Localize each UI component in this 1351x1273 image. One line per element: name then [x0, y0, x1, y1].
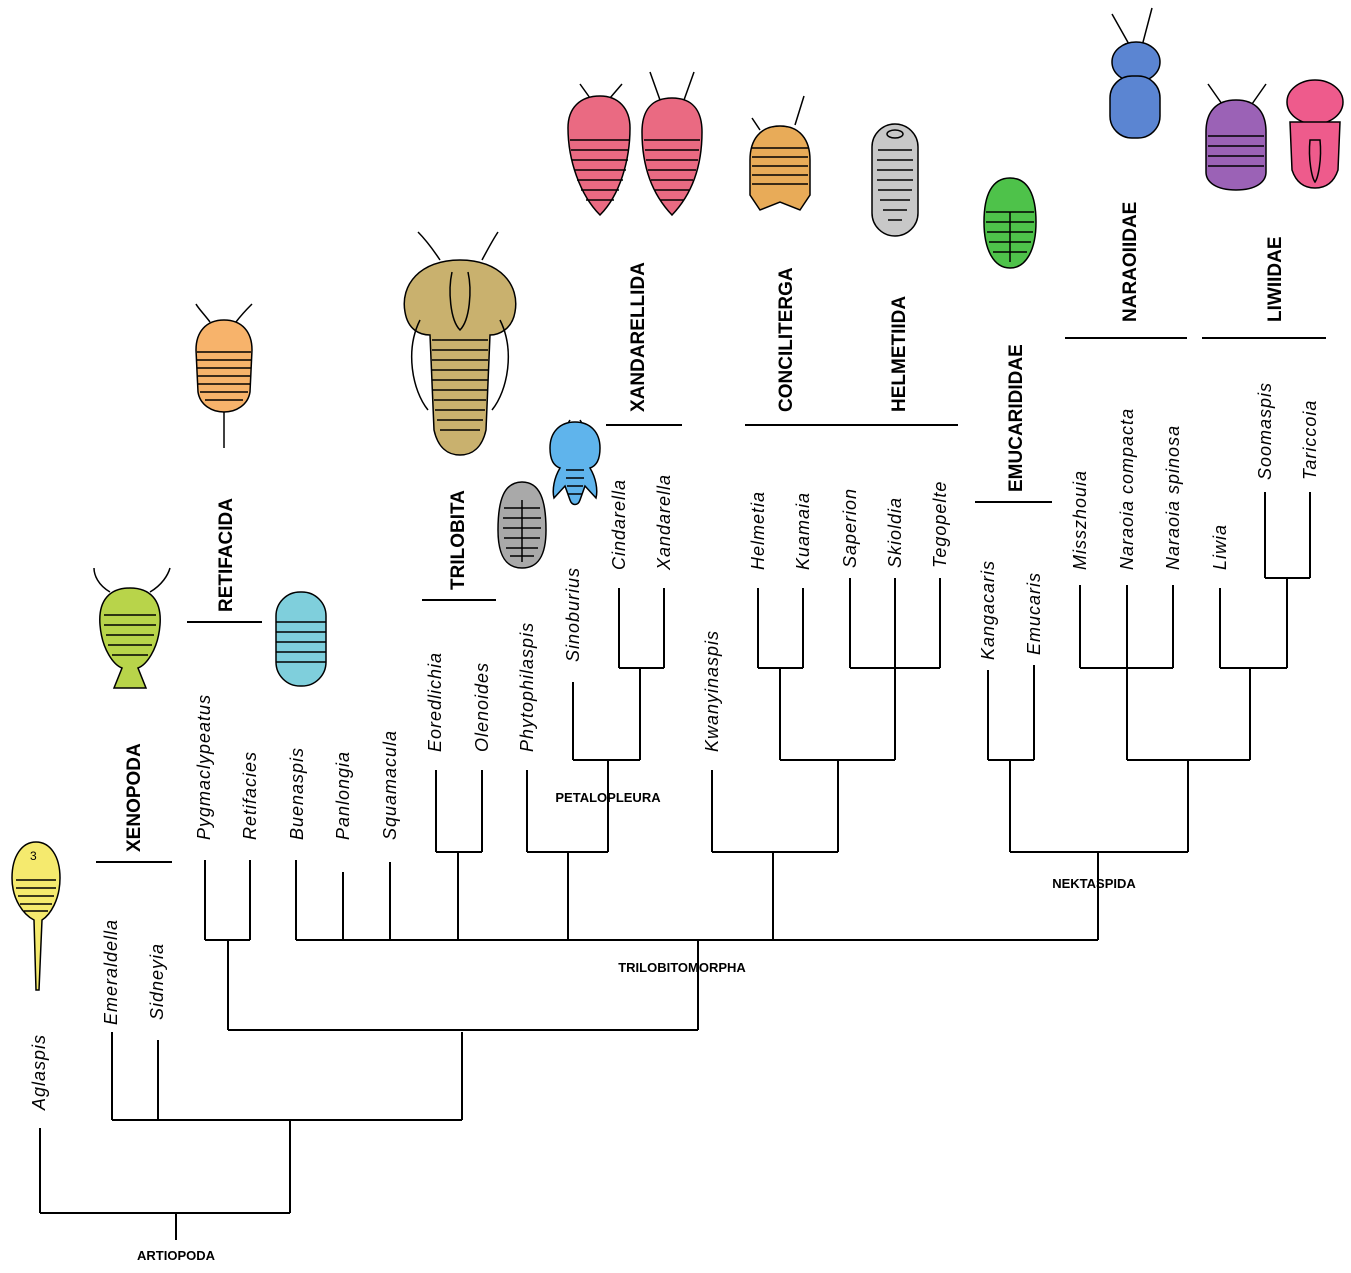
branch-helmetiida [850, 578, 940, 668]
taxon-sidneyia: Sidneyia [147, 943, 167, 1020]
branch-artiopoda [40, 1120, 290, 1240]
branch-xandarellida [619, 588, 664, 668]
clade-liwiidae: LIWIIDAE [1265, 237, 1286, 323]
taxon-squamacula: Squamacula [380, 730, 400, 840]
clade-retifacida: RETIFACIDA [216, 498, 237, 612]
clade-conciliterga: CONCILITERGA [776, 267, 797, 412]
conciliterga-illustration-icon [750, 96, 810, 210]
branch-kwanyinaspis-node [712, 760, 838, 852]
node-petalopleura: PETALOPLEURA [555, 790, 661, 805]
branch-trilobitomorpha [296, 852, 1098, 940]
taxon-cindarella: Cindarella [609, 479, 629, 570]
taxon-misszhouia: Misszhouia [1070, 470, 1090, 570]
branch-naraoiidae-liwiidae [1127, 668, 1250, 760]
taxon-sinoburius: Sinoburius [563, 567, 583, 662]
node-nektaspida: NEKTASPIDA [1052, 876, 1136, 891]
clade-naraoiidae: NARAOIIDAE [1120, 202, 1141, 322]
branch-petalopleura [573, 668, 640, 760]
taxon-xandarella: Xandarella [654, 474, 674, 571]
clade-xenopoda: XENOPODA [124, 743, 145, 852]
branch-petalopleura-base [527, 760, 608, 852]
naraoiid-illustration-icon [1110, 8, 1160, 138]
sinoburius-illustration-icon [550, 420, 600, 505]
taxon-aglaspis: Aglaspis [29, 1034, 49, 1111]
svg-text:3: 3 [30, 849, 37, 863]
clade-emucarididae: EMUCARIDIDAE [1006, 344, 1027, 492]
branch-naraoiidae [1080, 585, 1173, 668]
taxon-naraoia-spinosa: Naraoia spinosa [1163, 425, 1183, 570]
branch-xenopoda [112, 1032, 462, 1120]
branch-emucarididae [988, 665, 1034, 760]
branch-conciliterga-helmetiida [780, 668, 895, 760]
taxon-panlongia: Panlongia [333, 751, 353, 840]
taxon-phytophilaspis: Phytophilaspis [517, 622, 537, 752]
taxon-kwanyinaspis: Kwanyinaspis [702, 630, 722, 752]
taxon-olenoides: Olenoides [472, 662, 492, 752]
branch-retifacida [205, 860, 250, 940]
taxon-retifacies: Retifacies [240, 751, 260, 840]
branch-nektaspida [1010, 760, 1188, 852]
taxon-emeraldella: Emeraldella [101, 919, 121, 1025]
clade-helmetiida: HELMETIIDA [889, 296, 910, 412]
taxon-emucaris: Emucaris [1024, 572, 1044, 655]
illustrations: 3 [12, 8, 1343, 990]
taxon-skioldia: Skioldia [885, 497, 905, 568]
branch-trilobita [436, 770, 482, 852]
taxon-liwia: Liwia [1210, 524, 1230, 570]
buenaspis-illustration-icon [276, 592, 326, 686]
retifacid-illustration-icon [196, 304, 252, 448]
clade-trilobita: TRILOBITA [448, 490, 469, 590]
taxon-naraoia-compacta: Naraoia compacta [1117, 408, 1137, 570]
taxon-pygmaclypeatus: Pygmaclypeatus [194, 694, 214, 840]
branch-soomaspis-taricoia [1265, 492, 1310, 578]
node-trilobitomorpha: TRILOBITOMORPHA [618, 960, 746, 975]
branch-liwiidae [1220, 578, 1287, 668]
xandarellid-illustration-icon [568, 72, 702, 215]
liwiid-illustration-icon [1206, 80, 1343, 190]
taxon-soomaspis: Soomaspis [1255, 382, 1275, 480]
helmetiid-illustration-icon [872, 124, 918, 236]
taxon-eoredlichia: Eoredlichia [425, 652, 445, 752]
trilobite-illustration-icon [404, 232, 516, 455]
node-labels: ARTIOPODA TRILOBITOMORPHA PETALOPLEURA N… [137, 790, 1136, 1263]
clade-xandarellida: XANDARELLIDA [628, 262, 649, 412]
taxon-kangacaris: Kangacaris [978, 560, 998, 660]
branch-retifacida-trilobitomorpha [228, 940, 698, 1030]
taxon-tegopelte: Tegopelte [930, 481, 950, 568]
branch-helmetia-kuamaia [758, 588, 803, 668]
taxon-kuamaia: Kuamaia [793, 492, 813, 570]
taxon-taricoia: Tariccoia [1300, 400, 1320, 480]
taxon-buenaspis: Buenaspis [287, 747, 307, 840]
aglaspis-illustration-icon: 3 [12, 842, 60, 990]
emucaridid-illustration-icon [984, 178, 1036, 268]
taxon-saperion: Saperion [840, 488, 860, 568]
xenopod-illustration-icon [94, 568, 170, 688]
phytophilaspis-illustration-icon [498, 482, 546, 568]
node-artiopoda: ARTIOPODA [137, 1248, 216, 1263]
taxon-helmetia: Helmetia [748, 491, 768, 570]
